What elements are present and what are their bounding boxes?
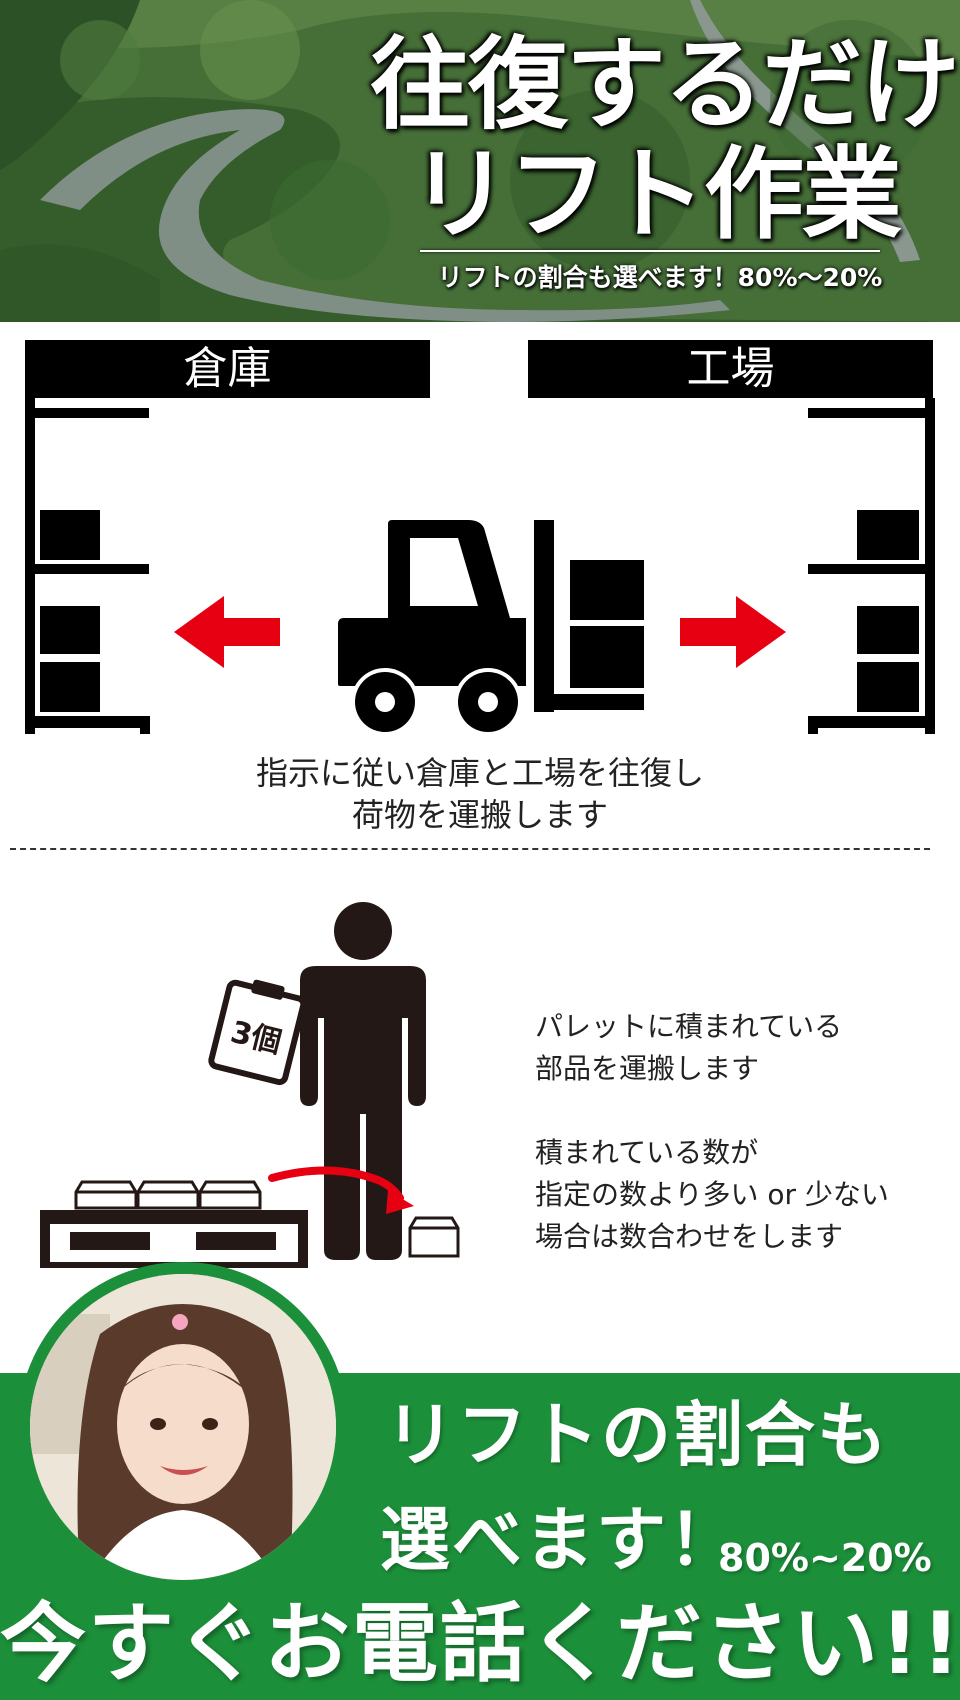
move-arrow-icon xyxy=(268,1166,414,1214)
arrow-left-icon xyxy=(174,596,280,668)
cta-percent: 80%~20% xyxy=(718,1536,932,1580)
photo-frame xyxy=(18,1262,348,1592)
hero-banner: 往復するだけ リフト作業 リフトの割合も選べます！80%～20% xyxy=(0,0,960,322)
cta-line2: 選べます！ xyxy=(380,1499,740,1581)
warehouse-label: 倉庫 xyxy=(25,340,430,398)
warehouse-shelf-icon xyxy=(25,398,150,734)
hero-subtitle: リフトの割合も選べます！80%～20% xyxy=(437,263,883,292)
factory-shelf-icon xyxy=(808,398,935,734)
desc-line2: 部品を運搬します xyxy=(535,1052,760,1085)
forklift-diagram xyxy=(25,398,935,736)
desc-line3: 積まれている数が xyxy=(535,1136,759,1169)
pallet-count-illustration: 3個 xyxy=(40,902,460,1268)
desc-line4: 指定の数より多い or 少ない xyxy=(535,1178,889,1211)
clipboard-icon: 3個 xyxy=(208,979,307,1086)
river-valley-photo xyxy=(0,0,960,322)
desc-line1: パレットに積まれている xyxy=(535,1010,843,1043)
hero-title-line2: リフト作業 xyxy=(410,136,902,253)
call-now-text: 今すぐお電話ください!! xyxy=(0,1594,960,1694)
caption-line1: 指示に従い倉庫と工場を往復し xyxy=(255,754,704,792)
smiling-woman-photo xyxy=(30,1274,336,1580)
factory-label: 工場 xyxy=(528,340,933,398)
dashed-divider xyxy=(10,848,930,850)
boxes-icon xyxy=(74,1180,460,1258)
hero-divider xyxy=(420,250,880,252)
pallet-icon xyxy=(40,1210,308,1268)
hero-title-line1: 往復するだけ xyxy=(370,26,960,143)
desc-line5: 場合は数合わせをします xyxy=(535,1220,844,1253)
caption-line2: 荷物を運搬します xyxy=(351,796,608,834)
forklift-icon xyxy=(338,520,644,736)
cta-line1: リフトの割合も xyxy=(385,1394,889,1476)
arrow-right-icon xyxy=(680,596,786,668)
